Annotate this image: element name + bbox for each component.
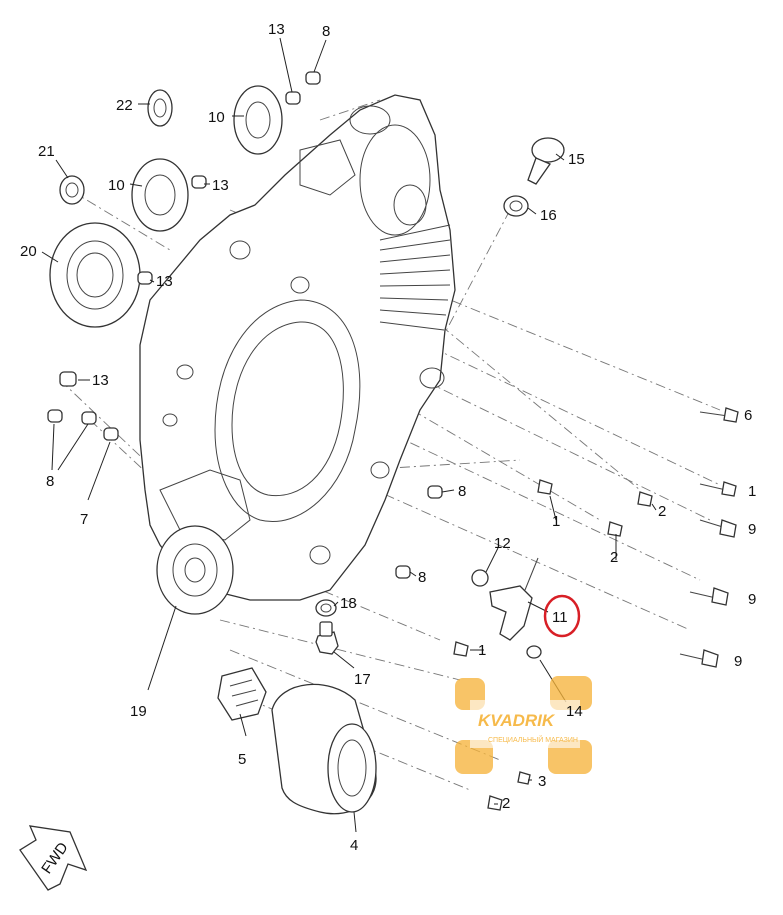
callout-9: 9 bbox=[748, 591, 756, 608]
callout-13: 13 bbox=[92, 372, 109, 389]
callout-8: 8 bbox=[458, 483, 466, 500]
oil-filter-4 bbox=[271, 683, 377, 815]
callout-8: 8 bbox=[418, 569, 426, 586]
callout-3: 3 bbox=[538, 773, 546, 790]
callout-10: 10 bbox=[108, 177, 125, 194]
callout-13: 13 bbox=[156, 273, 173, 290]
callout-2: 2 bbox=[658, 503, 666, 520]
sensor-11 bbox=[471, 557, 542, 659]
watermark-brand: KVADRIK bbox=[478, 711, 556, 730]
callout-13: 13 bbox=[268, 21, 285, 38]
callout-18: 18 bbox=[340, 595, 357, 612]
callout-1: 1 bbox=[552, 513, 560, 530]
seal-22 bbox=[147, 89, 173, 127]
callout-22: 22 bbox=[116, 97, 133, 114]
bearing-20 bbox=[49, 222, 141, 328]
callout-16: 16 bbox=[540, 207, 557, 224]
callout-19: 19 bbox=[130, 703, 147, 720]
callout-1: 1 bbox=[748, 483, 756, 500]
dowel-pins bbox=[47, 71, 443, 579]
bolts bbox=[453, 407, 739, 811]
callout-8: 8 bbox=[322, 23, 330, 40]
callout-6: 6 bbox=[744, 407, 752, 424]
bearing-10-upper bbox=[233, 85, 283, 155]
callout-14: 14 bbox=[566, 703, 583, 720]
callout-15: 15 bbox=[568, 151, 585, 168]
washer-16 bbox=[503, 195, 529, 217]
crankcase-half bbox=[139, 94, 456, 615]
callout-8: 8 bbox=[46, 473, 54, 490]
oil-plug-15 bbox=[527, 137, 565, 185]
callout-21: 21 bbox=[38, 143, 55, 160]
callout-9: 9 bbox=[748, 521, 756, 538]
callout-2: 2 bbox=[610, 549, 618, 566]
filter-nipple-5 bbox=[217, 667, 267, 721]
callout-10: 10 bbox=[208, 109, 225, 126]
callout-12: 12 bbox=[494, 535, 511, 552]
watermark-logo: KVADRIK СПЕЦИАЛЬНЫЙ МАГАЗИН bbox=[455, 676, 592, 774]
callout-5: 5 bbox=[238, 751, 246, 768]
bearing-10-lower bbox=[131, 158, 189, 232]
callout-17: 17 bbox=[354, 671, 371, 688]
callout-4: 4 bbox=[350, 837, 358, 854]
callout-13: 13 bbox=[212, 177, 229, 194]
callout-7: 7 bbox=[80, 511, 88, 528]
drain-bolt-17 bbox=[315, 621, 339, 655]
fwd-arrow: FWD bbox=[19, 825, 88, 891]
callout-1: 1 bbox=[478, 642, 486, 659]
callout-11: 11 bbox=[552, 609, 568, 626]
callout-2: 2 bbox=[502, 795, 510, 812]
bearing-21 bbox=[59, 175, 85, 205]
callout-labels: 13 8 22 10 21 10 13 20 13 13 8 7 19 5 4 … bbox=[20, 21, 756, 854]
watermark-tagline: СПЕЦИАЛЬНЫЙ МАГАЗИН bbox=[488, 735, 578, 744]
washer-18 bbox=[315, 599, 337, 617]
callout-20: 20 bbox=[20, 243, 37, 260]
callout-9: 9 bbox=[734, 653, 742, 670]
highlight-circle-11 bbox=[543, 594, 581, 638]
